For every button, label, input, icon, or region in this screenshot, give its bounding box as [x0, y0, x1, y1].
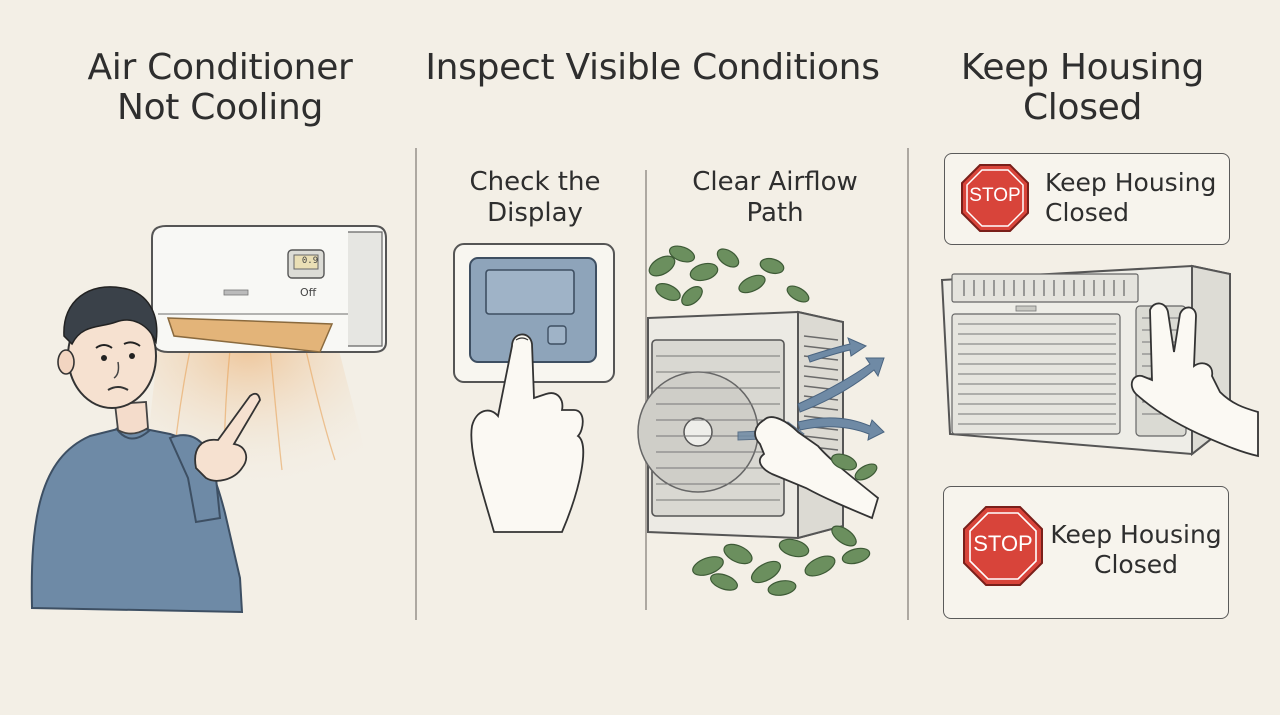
stop-sign-icon	[963, 506, 1043, 586]
divider-left	[415, 148, 417, 620]
step-clear-airflow-label: Clear Airflow Path	[692, 167, 858, 228]
wall-ac-unit	[151, 225, 387, 353]
stop-sign-text-bottom: STOP	[973, 531, 1033, 556]
warning-card-bottom-label: Keep Housing Closed	[1050, 520, 1222, 579]
thermostat-panel	[453, 243, 615, 533]
ac-display-readout: 0.9	[301, 256, 319, 266]
outdoor-condenser-unit	[637, 245, 885, 596]
stop-sign-icon	[961, 164, 1029, 232]
divider-right	[907, 148, 909, 620]
step-check-display-label: Check the Display	[469, 167, 601, 228]
divider-middle	[645, 170, 647, 610]
window-ac-unit	[940, 264, 1259, 458]
ac-status-label: Off	[300, 286, 317, 299]
panel-title-keep-closed: Keep Housing Closed	[960, 47, 1205, 128]
confused-person	[30, 286, 261, 614]
panel-title-not-cooling: Air Conditioner Not Cooling	[87, 47, 353, 128]
warning-card-top-label: Keep Housing Closed	[1045, 168, 1217, 227]
panel-title-inspect: Inspect Visible Conditions	[425, 47, 880, 88]
stop-sign-text-top: STOP	[969, 185, 1021, 206]
